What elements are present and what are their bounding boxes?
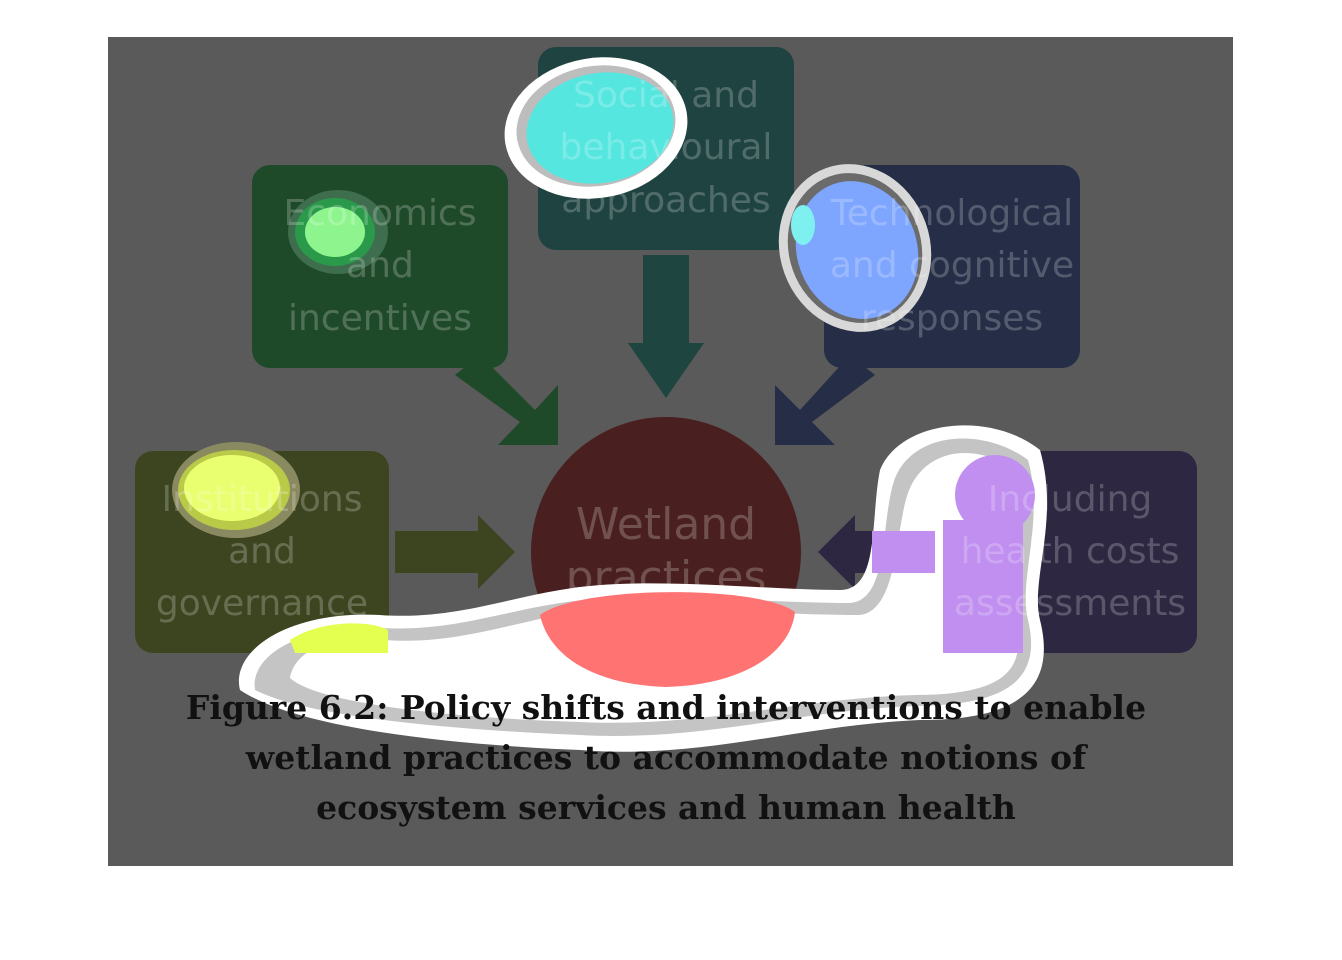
box-economics: Economics and incentives [252, 165, 508, 368]
box-technological-label: Technological and cognitive responses [829, 193, 1075, 339]
arrow-diag-right [775, 355, 875, 445]
arrow-right [395, 515, 515, 589]
box-health: Including health costs assessments [943, 451, 1197, 653]
highlight-technological [778, 164, 932, 332]
box-technological: Technological and cognitive responses [824, 165, 1080, 368]
figure-caption: Figure 6.2: Policy shifts and interventi… [185, 688, 1147, 827]
box-economics-label: Economics and incentives [283, 193, 477, 339]
hub-label: Wetland practices [565, 499, 767, 603]
highlight-lower [238, 425, 1048, 752]
box-institutions: Institutions and governance [135, 451, 389, 653]
box-institutions-label: Institutions and governance [155, 478, 369, 625]
box-health-label: Including health costs assessments [953, 478, 1187, 625]
box-social: Social and behavioural approaches [538, 47, 794, 250]
highlight-social [504, 57, 688, 199]
highlight-economics [288, 190, 388, 274]
arrow-down [628, 255, 704, 398]
highlight-institutions [172, 442, 300, 538]
box-social-label: Social and behavioural approaches [559, 75, 773, 221]
arrow-diag-left [455, 355, 558, 445]
